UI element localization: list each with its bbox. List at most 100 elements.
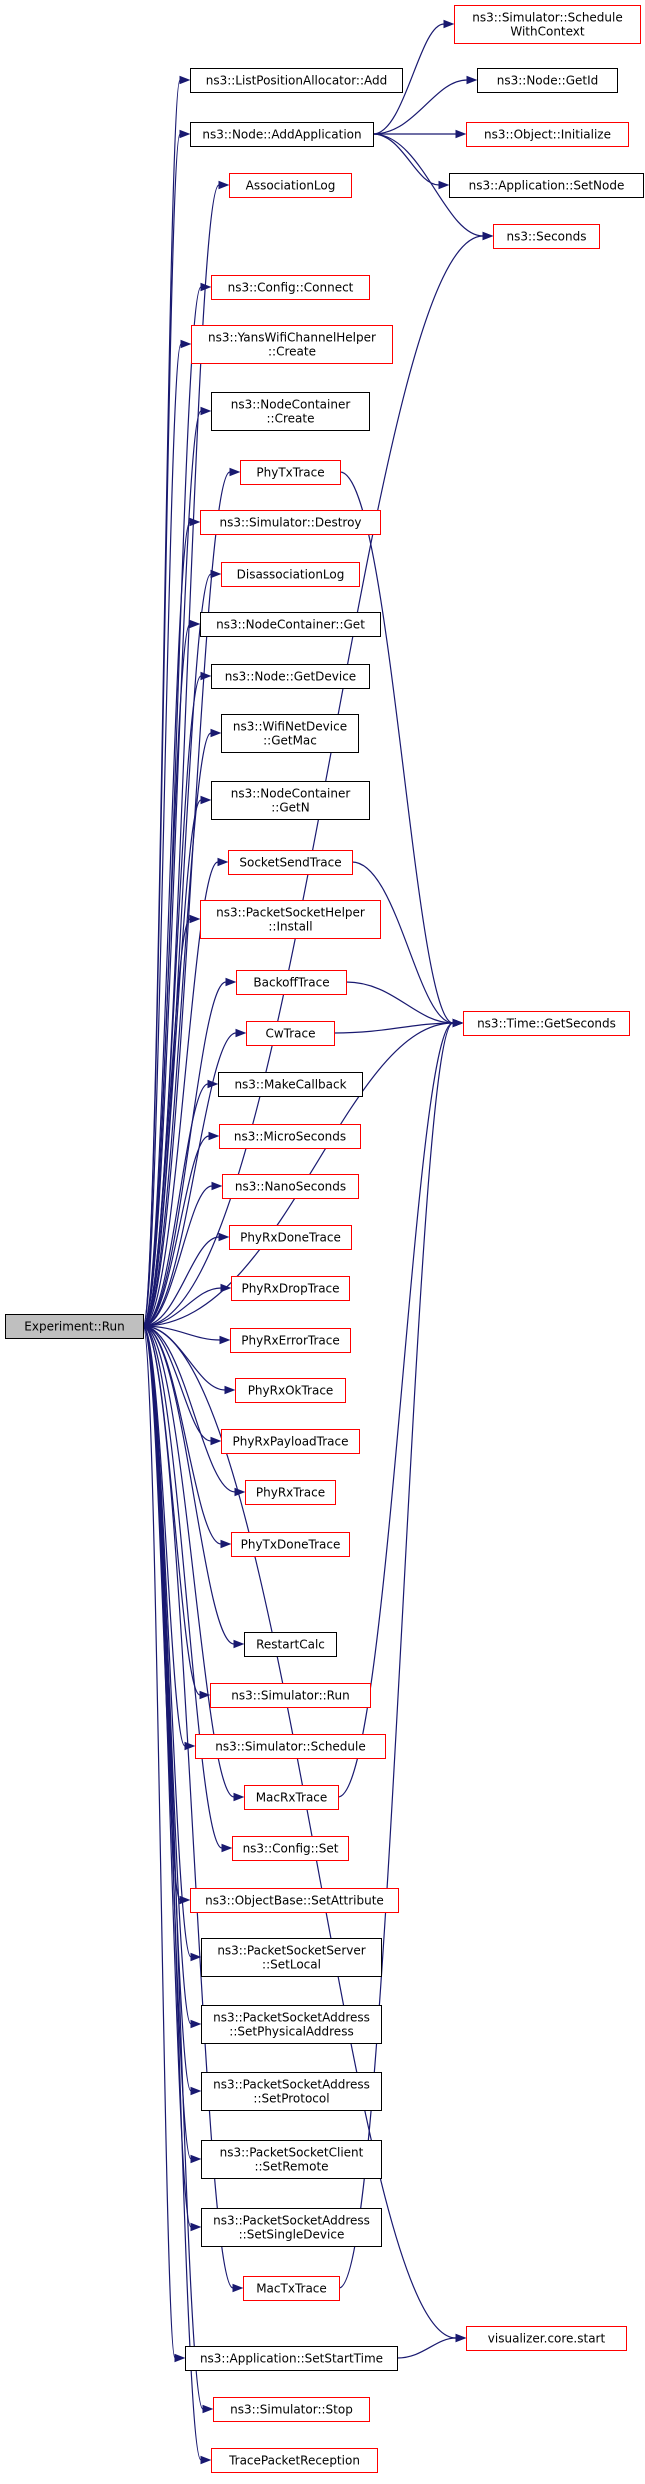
node-label-wnd_getmac-1: ::GetMac [263, 734, 317, 748]
node-label-assoclog-0: AssociationLog [246, 179, 336, 193]
node-node_getid[interactable]: ns3::Node::GetId [477, 68, 618, 93]
node-obj_init[interactable]: ns3::Object::Initialize [466, 122, 629, 147]
node-makecallback[interactable]: ns3::MakeCallback [218, 1072, 363, 1097]
node-box-phyrxdrop [231, 1276, 350, 1301]
node-phyrx[interactable]: PhyRxTrace [245, 1480, 336, 1505]
node-box-microseconds [219, 1124, 361, 1149]
edge-run-to-phyrxdrop [142, 1287, 222, 1327]
edge-run-to-wnd_getmac [142, 732, 212, 1327]
node-pss_setlocal[interactable]: ns3::PacketSocketServer::SetLocal [201, 1938, 382, 1977]
edge-run-to-viz_start [142, 1325, 457, 2339]
node-macrx[interactable]: MacRxTrace [244, 1785, 339, 1810]
arrowhead-app_setstart [174, 2353, 186, 2363]
node-label-node_getid-0: ns3::Node::GetId [497, 74, 599, 88]
arrowhead-node_addapp [179, 129, 191, 139]
node-psa_setphys[interactable]: ns3::PacketSocketAddress::SetPhysicalAdd… [201, 2005, 382, 2044]
node-phyrxdrop[interactable]: PhyRxDropTrace [231, 1276, 350, 1301]
edge-run-to-psa_setsingle [142, 1325, 192, 2228]
node-yans_create[interactable]: ns3::YansWifiChannelHelper::Create [191, 325, 393, 364]
node-box-phyrxerror [230, 1328, 351, 1353]
node-mactx[interactable]: MacTxTrace [243, 2276, 340, 2301]
edge-run-to-phyrxerror [142, 1325, 221, 1341]
node-label-seconds-0: ns3::Seconds [507, 230, 587, 244]
node-phyrxdone[interactable]: PhyRxDoneTrace [229, 1225, 352, 1250]
node-box-time_getsec [463, 1011, 630, 1036]
node-label-phyrx-0: PhyRxTrace [256, 1486, 325, 1500]
node-sim_run[interactable]: ns3::Simulator::Run [210, 1683, 371, 1708]
arrowhead-wnd_getmac [210, 728, 222, 738]
node-ob_setattr[interactable]: ns3::ObjectBase::SetAttribute [190, 1888, 399, 1913]
node-label-phyrxerror-0: PhyRxErrorTrace [241, 1334, 339, 1348]
node-restartcalc[interactable]: RestartCalc [244, 1632, 337, 1657]
node-psh_install[interactable]: ns3::PacketSocketHelper::Install [200, 900, 381, 939]
node-psc_setremote[interactable]: ns3::PacketSocketClient::SetRemote [201, 2140, 382, 2179]
node-phytx[interactable]: PhyTxTrace [240, 460, 341, 485]
node-config_connect[interactable]: ns3::Config::Connect [211, 275, 370, 300]
node-nc_create[interactable]: ns3::NodeContainer::Create [211, 392, 370, 431]
node-label-cw-0: CwTrace [265, 1027, 315, 1041]
node-phyrxpayload[interactable]: PhyRxPayloadTrace [221, 1429, 360, 1454]
edge-run-to-nc_getn [142, 799, 202, 1327]
arrowhead-phyrxpayload [210, 1436, 222, 1446]
node-viz_start[interactable]: visualizer.core.start [466, 2326, 627, 2351]
call-nodes: Experiment::Run ns3::ListPositionAllocato… [5, 5, 644, 2473]
node-assoclog[interactable]: AssociationLog [229, 173, 352, 198]
node-label-config_connect-0: ns3::Config::Connect [228, 281, 354, 295]
node-seconds[interactable]: ns3::Seconds [493, 224, 600, 249]
node-time_getsec[interactable]: ns3::Time::GetSeconds [463, 1011, 630, 1036]
node-label-makecallback-0: ns3::MakeCallback [234, 1078, 346, 1092]
edge-run-to-app_setstart [142, 1325, 176, 2359]
arrowhead-ob_setattr [179, 1895, 191, 1905]
node-tracepkt[interactable]: TracePacketReception [211, 2448, 378, 2473]
node-sim_destroy[interactable]: ns3::Simulator::Destroy [200, 510, 381, 535]
node-box-nc_get [200, 612, 381, 637]
node-box-macrx [244, 1785, 339, 1810]
edge-run-to-sim_destroy [142, 521, 191, 1327]
node-wnd_getmac[interactable]: ns3::WifiNetDevice::GetMac [221, 714, 359, 753]
node-lpa_add[interactable]: ns3::ListPositionAllocator::Add [190, 68, 403, 93]
node-config_set[interactable]: ns3::Config::Set [232, 1836, 349, 1861]
node-run: Experiment::Run [5, 1314, 144, 1339]
node-nanoseconds[interactable]: ns3::NanoSeconds [222, 1174, 359, 1199]
arrowhead-phyrx [234, 1487, 246, 1497]
node-node_getdevice[interactable]: ns3::Node::GetDevice [211, 664, 370, 689]
node-box-sim_schedule [195, 1734, 386, 1759]
node-phyrxerror[interactable]: PhyRxErrorTrace [230, 1328, 351, 1353]
node-label-psc_setremote-1: ::SetRemote [254, 2160, 328, 2174]
edge-run-to-psh_install [142, 918, 191, 1327]
edge-run-to-phytx [142, 471, 231, 1327]
node-label-nc_getn-1: ::GetN [271, 801, 309, 815]
node-app_setstart[interactable]: ns3::Application::SetStartTime [185, 2346, 398, 2371]
arrowhead-cw [235, 1028, 247, 1038]
node-phytxdone[interactable]: PhyTxDoneTrace [231, 1532, 350, 1557]
node-sim_stop[interactable]: ns3::Simulator::Stop [213, 2397, 370, 2422]
node-label-sim_schedctx-0: ns3::Simulator::Schedule [472, 11, 623, 25]
node-sim_schedule[interactable]: ns3::Simulator::Schedule [195, 1734, 386, 1759]
node-label-yans_create-0: ns3::YansWifiChannelHelper [208, 331, 376, 345]
node-nc_get[interactable]: ns3::NodeContainer::Get [200, 612, 381, 637]
edge-run-to-microseconds [142, 1135, 210, 1327]
node-box-psa_setphys [201, 2005, 382, 2044]
node-box-psa_setsingle [201, 2208, 382, 2247]
arrowhead-nc_getn [200, 795, 212, 805]
node-microseconds[interactable]: ns3::MicroSeconds [219, 1124, 361, 1149]
node-box-pss_setlocal [201, 1938, 382, 1977]
arrowhead-nc_create [200, 406, 212, 416]
edge-node_addapp-to-node_getid [372, 79, 468, 135]
node-box-node_getid [477, 68, 618, 93]
node-nc_getn[interactable]: ns3::NodeContainer::GetN [211, 781, 370, 820]
node-label-lpa_add-0: ns3::ListPositionAllocator::Add [206, 74, 388, 88]
node-node_addapp[interactable]: ns3::Node::AddApplication [190, 122, 374, 147]
arrowhead-tracepkt [200, 2455, 212, 2465]
node-psa_setsingle[interactable]: ns3::PacketSocketAddress::SetSingleDevic… [201, 2208, 382, 2247]
node-app_setnode[interactable]: ns3::Application::SetNode [449, 173, 644, 198]
node-cw[interactable]: CwTrace [246, 1021, 335, 1046]
node-phyrxok[interactable]: PhyRxOkTrace [235, 1378, 346, 1403]
arrowhead-yans_create [180, 339, 192, 349]
node-psa_setproto[interactable]: ns3::PacketSocketAddress::SetProtocol [201, 2072, 382, 2111]
node-socketsend[interactable]: SocketSendTrace [228, 850, 353, 875]
node-disassoclog[interactable]: DisassociationLog [221, 562, 360, 587]
arrowhead-psa_setproto [190, 2086, 202, 2096]
node-backoff[interactable]: BackoffTrace [236, 970, 347, 995]
